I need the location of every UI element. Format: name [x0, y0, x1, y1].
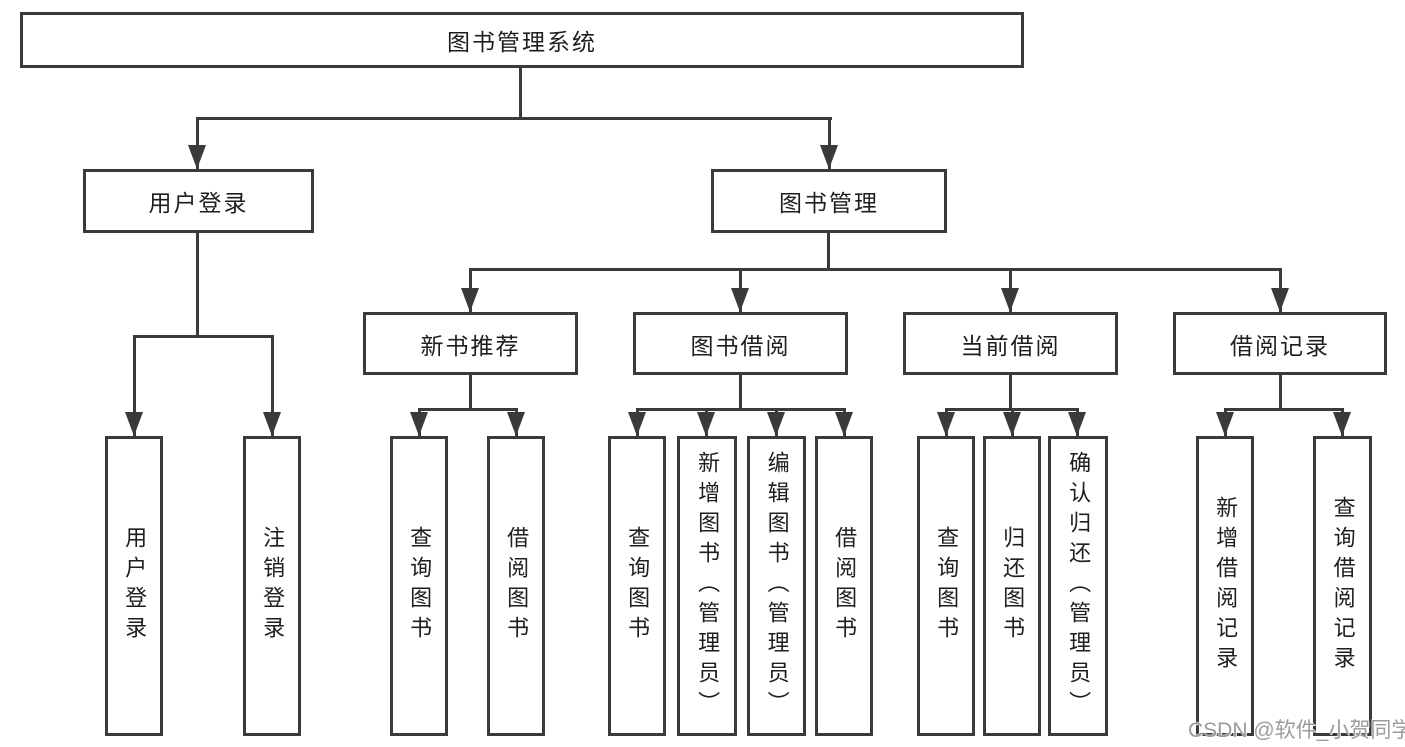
leaf-current-confirm-return-admin: 确认归还（管理员） — [1048, 436, 1108, 736]
arrow-down-icon — [263, 412, 281, 436]
connector-recommend-branch — [418, 408, 518, 411]
leaf-recommend-query-books: 查询图书 — [390, 436, 448, 736]
arrow-down-icon — [1271, 288, 1289, 312]
leaf-borrow-query-books: 查询图书 — [608, 436, 666, 736]
connector-login-branch — [133, 335, 274, 338]
connector-stem-leaf — [133, 335, 136, 436]
arrow-down-icon — [628, 412, 646, 436]
leaf-label: 编辑图书（管理员） — [764, 451, 790, 721]
leaf-borrow-edit-books-admin: 编辑图书（管理员） — [747, 436, 806, 736]
leaf-label: 查询借阅记录 — [1330, 496, 1356, 676]
leaf-label: 新增借阅记录 — [1213, 496, 1239, 676]
arrow-down-icon — [125, 412, 143, 436]
leaf-borrow-add-books-admin: 新增图书（管理员） — [677, 436, 737, 736]
csdn-watermark: CSDN @软件_小贺同学 — [1188, 719, 1405, 742]
arrow-down-icon — [767, 412, 785, 436]
leaf-label: 查询图书 — [934, 526, 960, 646]
node-label: 借阅记录 — [1230, 332, 1330, 359]
node-library-management-system: 图书管理系统 — [20, 12, 1024, 68]
connector-records-branch — [1224, 408, 1344, 411]
arrow-down-icon — [410, 412, 428, 436]
connector-root-branch — [196, 117, 832, 120]
leaf-current-return-books: 归还图书 — [983, 436, 1041, 736]
leaf-label: 确认归还（管理员） — [1066, 451, 1092, 721]
leaf-label: 用户登录 — [122, 526, 148, 646]
leaf-recommend-borrow-books: 借阅图书 — [487, 436, 545, 736]
arrow-down-icon — [731, 288, 749, 312]
leaf-label: 借阅图书 — [504, 526, 530, 646]
connector-borrowing-branch — [636, 408, 846, 411]
node-book-management: 图书管理 — [711, 169, 947, 233]
leaf-logout: 注销登录 — [243, 436, 301, 736]
leaf-label: 归还图书 — [1000, 526, 1026, 646]
arrow-down-icon — [507, 412, 525, 436]
connector-root-stem — [519, 68, 522, 120]
connector-current-stem — [1009, 375, 1012, 411]
arrow-down-icon — [835, 412, 853, 436]
arrow-down-icon — [188, 145, 206, 169]
connector-records-stem — [1279, 375, 1282, 411]
arrow-down-icon — [1001, 288, 1019, 312]
node-new-book-recommend: 新书推荐 — [363, 312, 578, 375]
connector-login-stem — [196, 233, 199, 338]
node-label: 图书管理系统 — [447, 29, 597, 55]
arrow-down-icon — [937, 412, 955, 436]
node-user-login: 用户登录 — [83, 169, 314, 233]
leaf-user-login: 用户登录 — [105, 436, 163, 736]
leaf-label: 查询图书 — [407, 526, 433, 646]
leaf-label: 借阅图书 — [832, 526, 858, 646]
arrow-down-icon — [461, 288, 479, 312]
arrow-down-icon — [1068, 412, 1086, 436]
arrow-down-icon — [1216, 412, 1234, 436]
node-label: 新书推荐 — [420, 332, 521, 359]
leaf-record-query-borrow-record: 查询借阅记录 — [1313, 436, 1372, 736]
leaf-label: 查询图书 — [625, 526, 651, 646]
leaf-label: 新增图书（管理员） — [695, 451, 721, 721]
node-current-borrowing: 当前借阅 — [903, 312, 1118, 375]
node-borrowing-records: 借阅记录 — [1173, 312, 1387, 375]
arrow-down-icon — [1003, 412, 1021, 436]
node-book-borrowing: 图书借阅 — [633, 312, 848, 375]
connector-stem-book-management — [828, 117, 831, 169]
node-label: 图书借阅 — [690, 332, 791, 359]
connector-stem-leaf — [271, 335, 274, 436]
connector-recommend-stem — [469, 375, 472, 411]
connector-stem-user-login — [196, 117, 199, 169]
connector-management-branch — [469, 268, 1282, 271]
node-label: 用户登录 — [148, 190, 249, 216]
node-label: 当前借阅 — [960, 332, 1061, 359]
connector-management-stem — [827, 233, 830, 271]
leaf-borrow-borrow-books: 借阅图书 — [815, 436, 873, 736]
connector-borrowing-stem — [739, 375, 742, 411]
arrow-down-icon — [820, 145, 838, 169]
node-label: 图书管理 — [779, 190, 879, 216]
arrow-down-icon — [1333, 412, 1351, 436]
arrow-down-icon — [697, 412, 715, 436]
leaf-label: 注销登录 — [260, 526, 286, 646]
leaf-record-add-borrow-record: 新增借阅记录 — [1196, 436, 1254, 736]
leaf-current-query-books: 查询图书 — [917, 436, 975, 736]
